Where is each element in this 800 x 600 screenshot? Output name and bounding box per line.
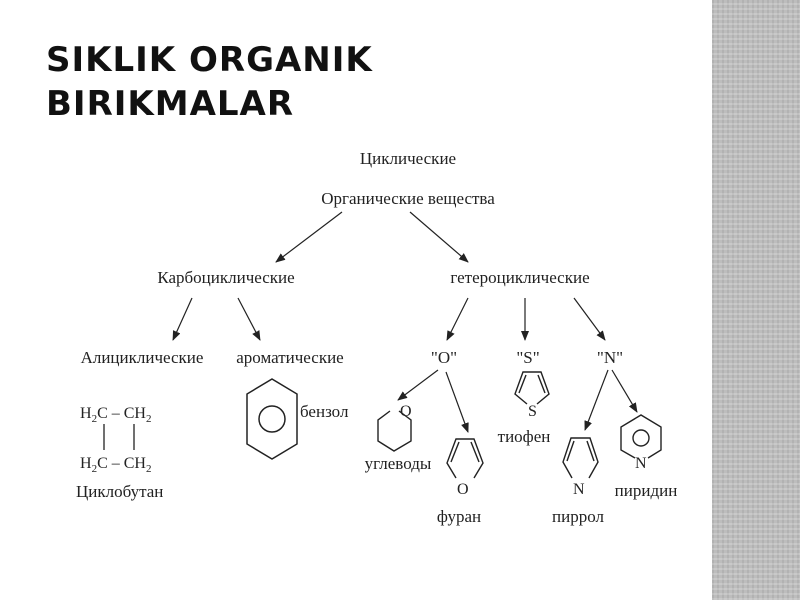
slide-canvas (0, 0, 712, 600)
oxygen-group-label: "O" (431, 348, 457, 367)
arrow-carbo-aromatic (237, 297, 261, 341)
pyrrole-nitrogen-atom: N (573, 481, 585, 498)
root-label-line-2: Органические вещества (321, 189, 495, 208)
thiophene-ring-structure (514, 371, 550, 405)
arrow-carbo-alicyclic (172, 297, 193, 341)
root-label-line-1: Циклические (360, 149, 456, 168)
sulfur-group-label: "S" (516, 348, 539, 367)
arrow-n-pyridine (611, 369, 638, 413)
pyridine-ring-structure (620, 414, 662, 459)
slide-sidebar-texture (712, 0, 800, 600)
arrow-root-carbo (275, 211, 343, 263)
nitrogen-group-label: "N" (597, 348, 623, 367)
aromatic-label: ароматические (236, 348, 343, 367)
cyclobutane-label: Циклобутан (76, 482, 163, 501)
benzene-label: бензол (300, 402, 349, 421)
arrow-n-pyrrole (584, 369, 609, 431)
arrow-o-furan (445, 371, 469, 433)
alicyclic-label: Алициклические (81, 348, 204, 367)
carbocyclic-label: Карбоциклические (157, 268, 294, 287)
arrow-hetero-o (446, 297, 469, 341)
title-line-1: SIKLIK ORGANIK (46, 40, 373, 80)
pyran-ring-structure (377, 410, 412, 452)
pyrrole-label: пиррол (552, 507, 604, 526)
pyran-oxygen-atom: O (400, 403, 412, 420)
thiophene-sulfur-atom: S (528, 403, 537, 420)
pyridine-nitrogen-atom: N (635, 455, 647, 472)
heterocyclic-label: гетероциклические (450, 268, 589, 287)
arrow-o-carbohydrates (397, 369, 439, 401)
benzene-structure (246, 378, 298, 460)
furan-ring-structure (446, 438, 484, 479)
arrow-hetero-n (573, 297, 606, 341)
classification-diagram: Циклические Органические вещества Карбоц… (76, 149, 678, 526)
furan-label: фуран (437, 507, 481, 526)
pyridine-label: пиридин (615, 481, 678, 500)
slide-title: SIKLIK ORGANIK BIRIKMALAR (46, 38, 373, 126)
thiophene-label: тиофен (498, 427, 551, 446)
furan-oxygen-atom: O (457, 481, 469, 498)
cyclobutane-formula-top: H2C – CH2 (80, 405, 151, 425)
arrow-root-hetero (409, 211, 469, 263)
title-line-2: BIRIKMALAR (46, 84, 295, 124)
pyrrole-ring-structure (562, 437, 599, 479)
cyclobutane-formula-bottom: H2C – CH2 (80, 455, 151, 475)
carbohydrates-label: углеводы (365, 454, 432, 473)
